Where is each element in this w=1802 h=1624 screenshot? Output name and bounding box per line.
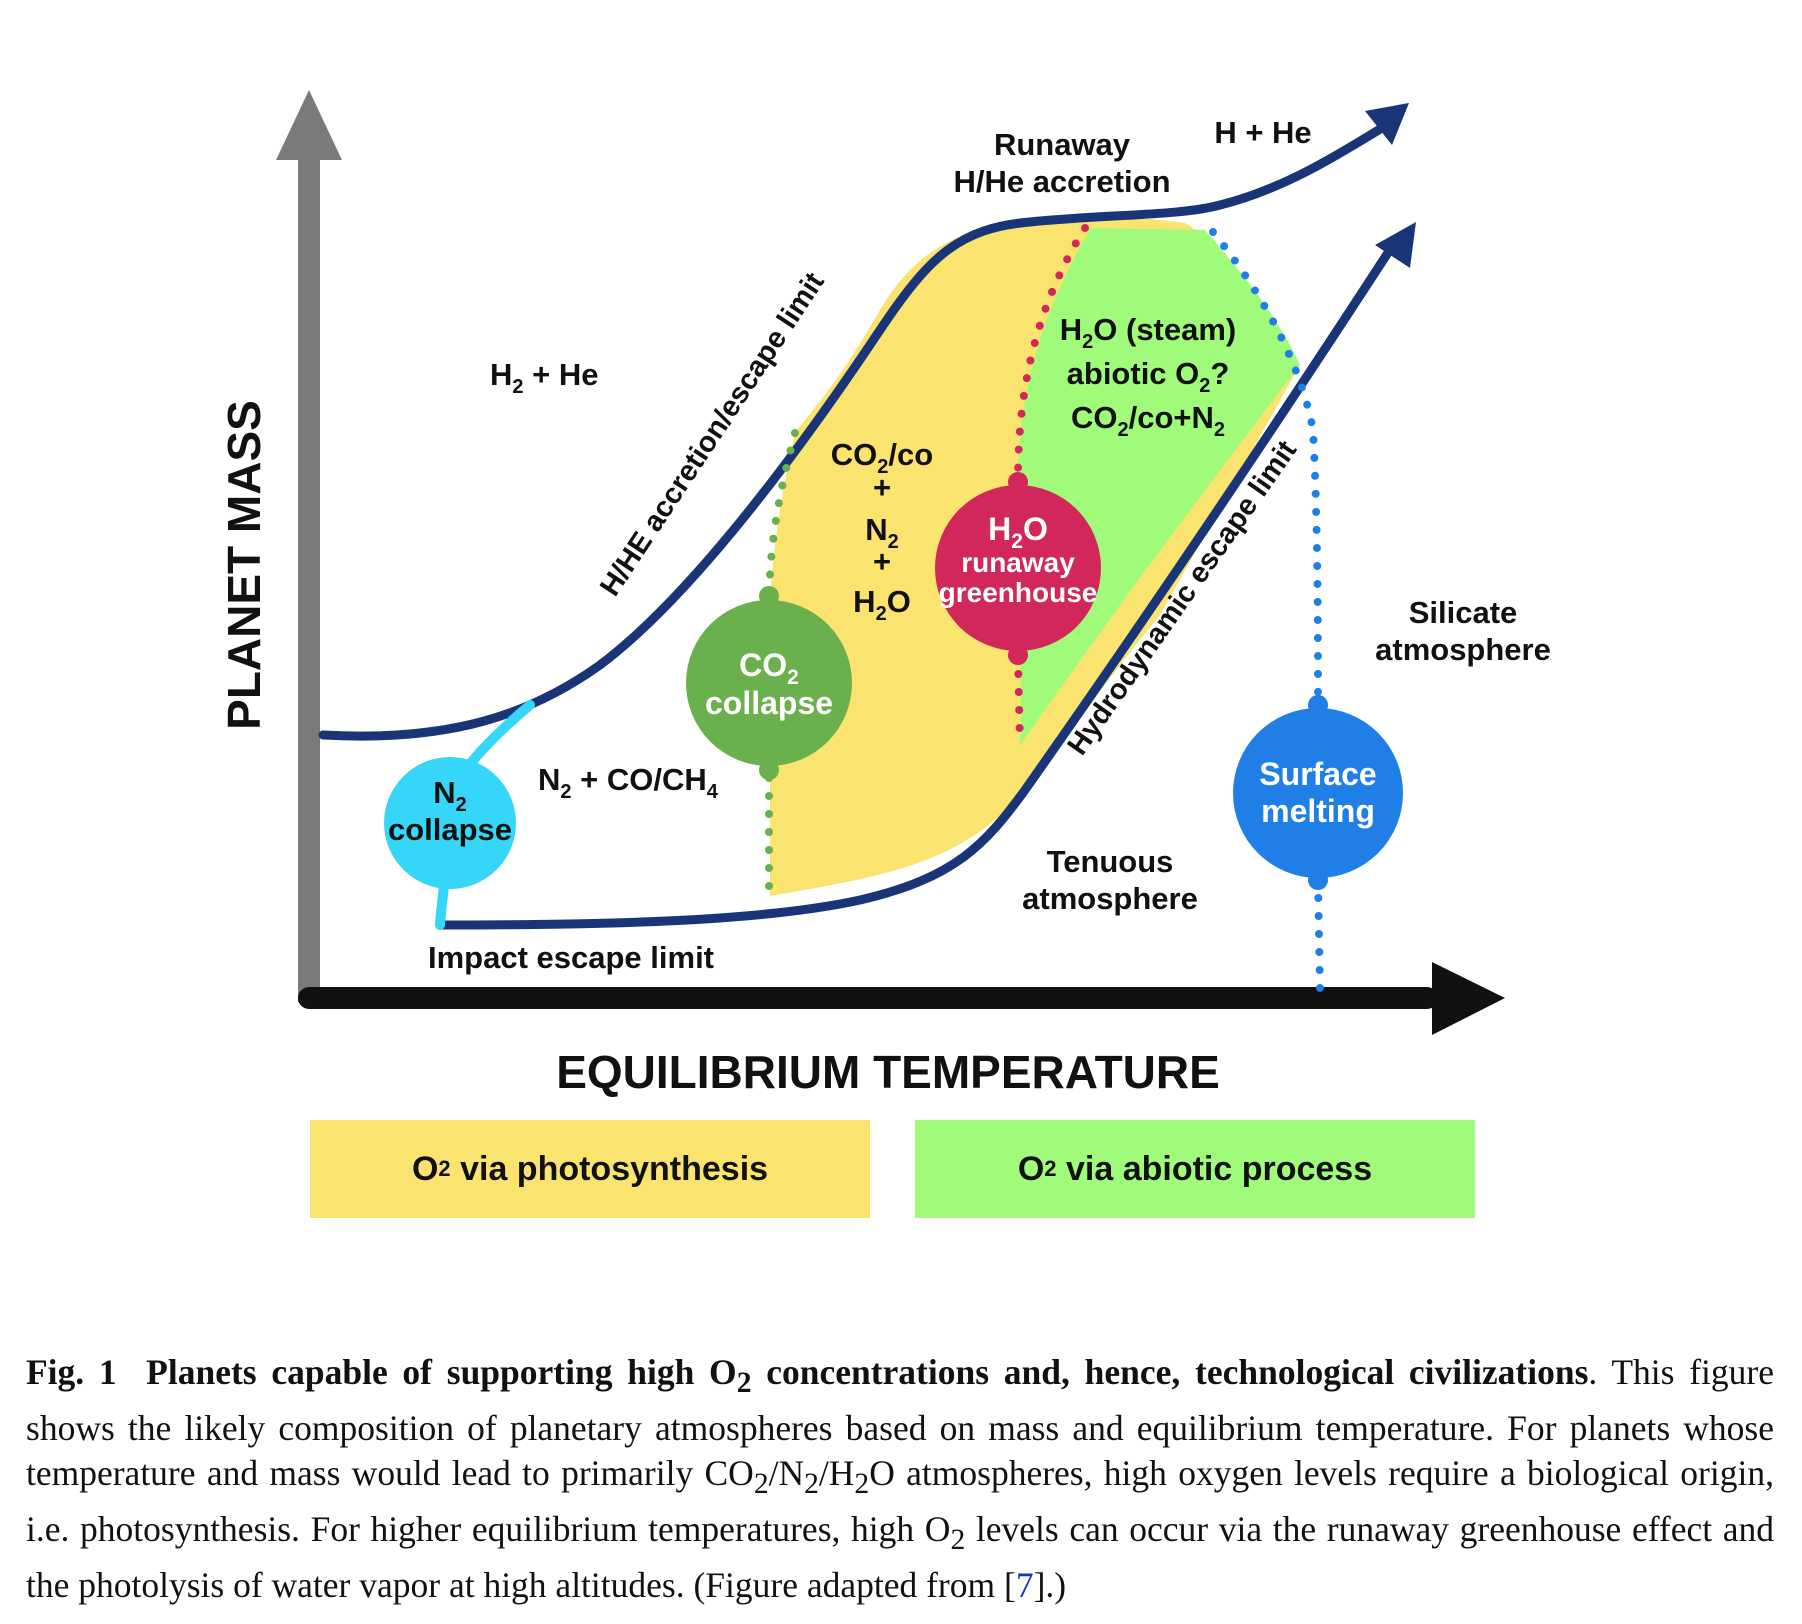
runaway-label-2: H/He accretion	[953, 164, 1170, 199]
svg-text:runaway: runaway	[961, 547, 1075, 578]
silicate-label-2: atmosphere	[1375, 632, 1551, 667]
caption-fig-number: Fig. 1	[26, 1352, 117, 1392]
svg-text:N2: N2	[433, 775, 467, 816]
runaway-label-1: Runaway	[994, 127, 1131, 162]
steam-label: H2O (steam) abiotic O2? CO2/co+N2	[1060, 312, 1237, 441]
accretion-curve-arrowhead	[1365, 103, 1409, 145]
reference-link[interactable]: 7	[1015, 1565, 1034, 1606]
legend-abiotic-a: O	[1017, 1149, 1045, 1188]
x-axis	[298, 987, 1438, 1009]
svg-text:H2O: H2O	[853, 584, 911, 625]
hydro-curve-arrowhead	[1375, 222, 1416, 268]
svg-text:collapse: collapse	[388, 812, 512, 847]
co2-mix-label: CO2/co + N2 + H2O	[831, 437, 933, 625]
figure-caption: Fig. 1 Planets capable of supporting hig…	[26, 1350, 1774, 1608]
y-axis-arrowhead	[276, 90, 342, 160]
svg-text:H2O (steam): H2O (steam)	[1060, 312, 1237, 353]
svg-text:CO2/co: CO2/co	[831, 437, 933, 478]
co2-collapse-circle: CO2 collapse	[686, 586, 852, 780]
svg-text:CO2: CO2	[739, 647, 799, 689]
legend-photosynthesis-b: via photosynthesis	[450, 1149, 769, 1188]
atmosphere-diagram: N2 collapse CO2 collapse H2O runaway gre…	[218, 90, 1551, 1098]
y-axis-label: PLANET MASS	[218, 400, 270, 730]
h-he-label: H + He	[1214, 115, 1311, 150]
svg-text:abiotic O2?: abiotic O2?	[1067, 356, 1230, 397]
legend-photosynthesis-a: O	[411, 1149, 439, 1188]
surface-melting-circle: Surface melting	[1233, 695, 1403, 890]
silicate-label-1: Silicate	[1409, 595, 1518, 630]
svg-text:H2O: H2O	[988, 511, 1048, 553]
impact-escape-label: Impact escape limit	[428, 940, 714, 975]
caption-title: Planets capable of supporting high O2 co…	[146, 1352, 1589, 1400]
h2o-dotted-line	[1014, 224, 1089, 749]
n2-collapse-circle: N2 collapse	[384, 757, 516, 889]
x-axis-label: EQUILIBRIUM TEMPERATURE	[556, 1046, 1220, 1098]
x-axis-arrowhead	[1432, 962, 1505, 1035]
n2-co-ch4-label: N2 + CO/CH4	[538, 762, 719, 803]
svg-text:Surface: Surface	[1259, 756, 1376, 792]
hydrodynamic-escape-curve	[435, 240, 1398, 930]
tenuous-label-2: atmosphere	[1022, 881, 1198, 916]
svg-text:N2: N2	[865, 512, 899, 553]
svg-text:collapse: collapse	[705, 685, 833, 721]
tenuous-label-1: Tenuous	[1047, 844, 1174, 879]
legend-abiotic-sub: 2	[1044, 1156, 1057, 1181]
co2-dotted-line	[765, 429, 799, 894]
surface-dotted-line	[1209, 228, 1324, 994]
svg-text:+: +	[873, 544, 891, 579]
legend-abiotic-b: via abiotic process	[1056, 1149, 1373, 1188]
y-axis	[298, 140, 320, 1002]
svg-text:greenhouse: greenhouse	[939, 577, 1098, 608]
caption-body: . This figure shows the likely compositi…	[26, 1352, 1774, 1606]
svg-text:melting: melting	[1261, 793, 1375, 829]
legend-photosynthesis-sub: 2	[438, 1156, 451, 1181]
h2o-runaway-circle: H2O runaway greenhouse	[935, 472, 1101, 665]
accretion-escape-curve	[318, 121, 1390, 741]
svg-text:CO2/co+N2: CO2/co+N2	[1071, 400, 1225, 441]
h2-he-label: H2 + He	[490, 357, 598, 398]
abiotic-region	[1017, 228, 1300, 745]
svg-text:+: +	[873, 470, 891, 505]
